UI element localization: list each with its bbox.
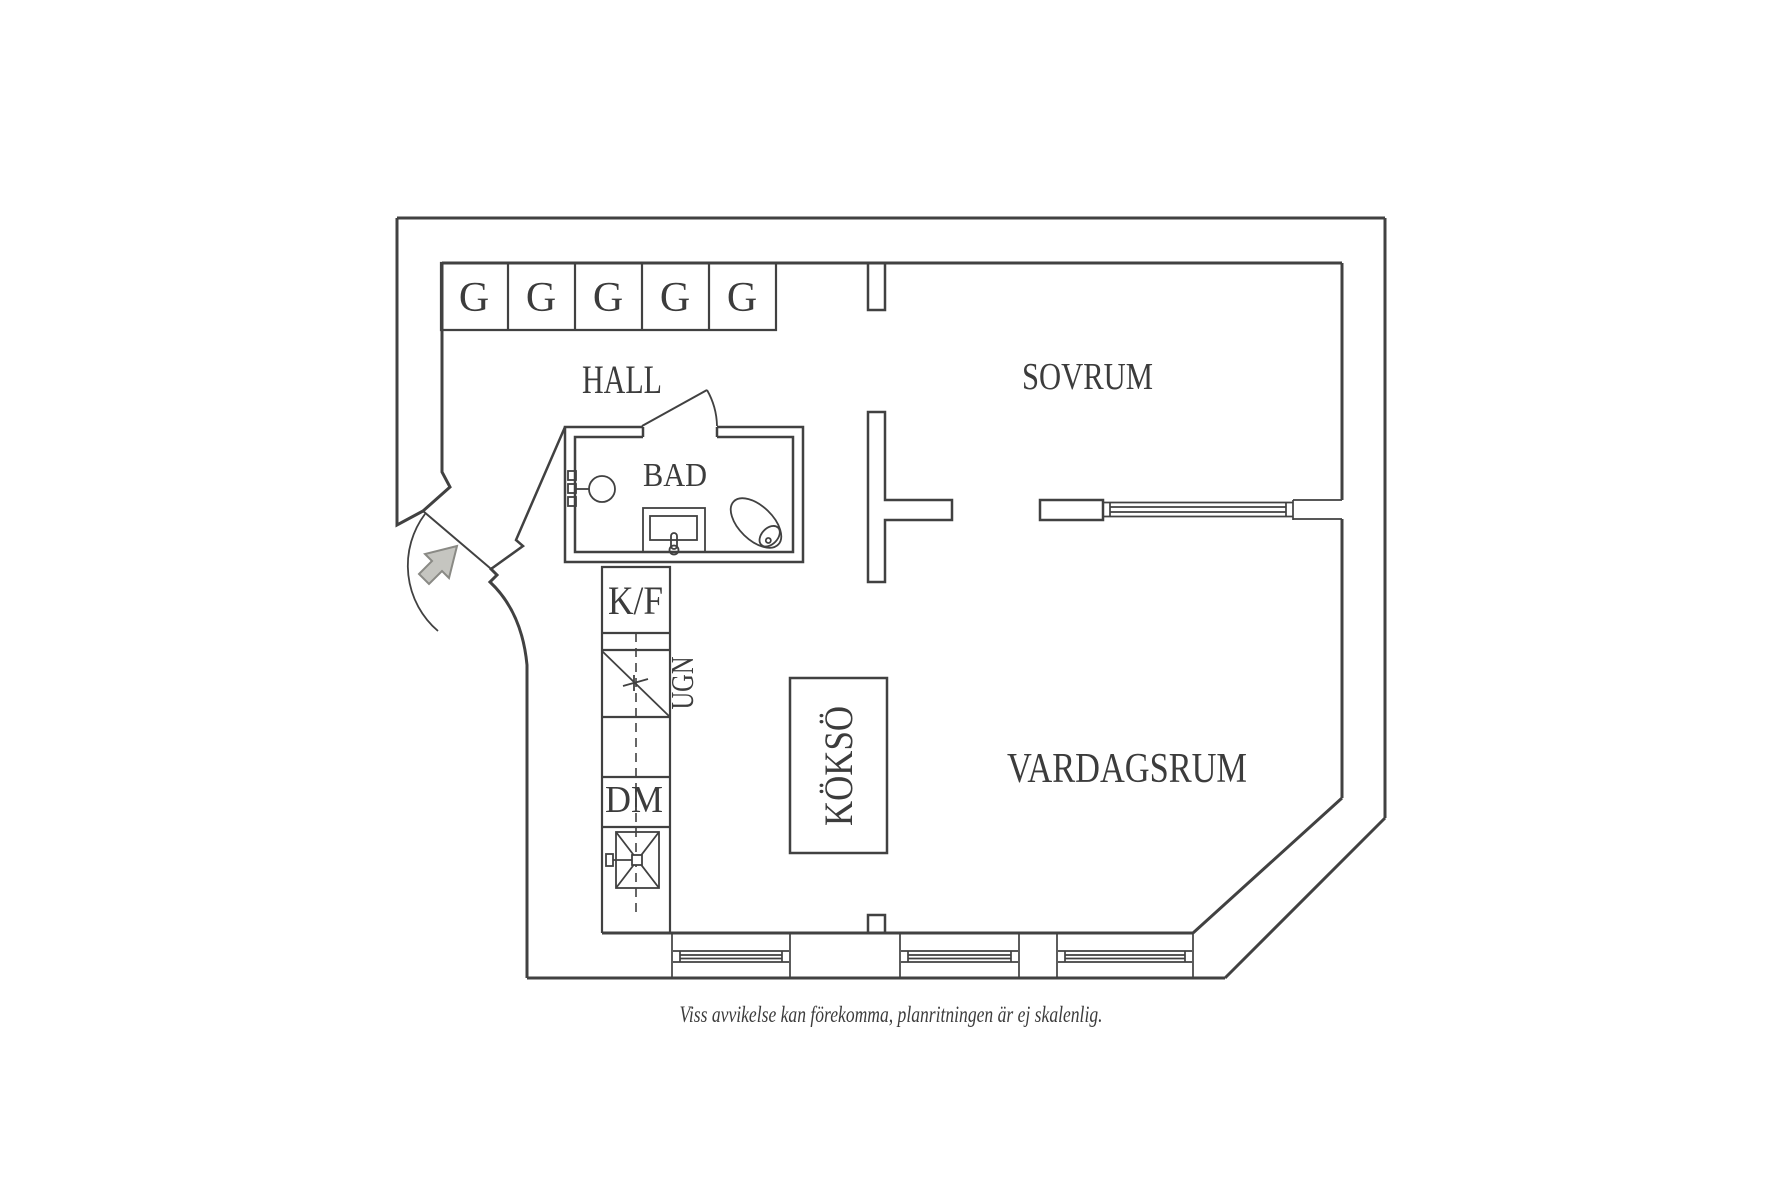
kitchen-vardagsrum-stub: [866, 913, 887, 933]
appliance-label-fridge-freezer: K/F: [608, 578, 663, 623]
window-glass: [679, 951, 783, 962]
window-frame: [673, 950, 789, 963]
room-label-bad: BAD: [643, 457, 707, 494]
closet-g-label-5: G: [727, 275, 757, 321]
sink-vanity: [642, 507, 706, 556]
hall-sovrum-doorway-stub: [866, 263, 887, 312]
window-glass: [1109, 502, 1287, 517]
toilet: [729, 497, 783, 549]
room-label-vardagsrum: VARDAGSRUM: [1007, 746, 1247, 792]
left-wall-inner: [422, 263, 452, 513]
washbasin-wall-mount-3: [567, 496, 577, 507]
sovrum-t-wall: [866, 410, 954, 584]
bathroom: [563, 389, 805, 564]
window-caps: [899, 933, 1020, 978]
room-label-hall: HALL: [582, 357, 662, 402]
kitchen-counter-outline: [600, 565, 672, 933]
closet-row-outline: [439, 261, 778, 332]
entrance-door: [406, 510, 491, 632]
sovrum-vardagsrum-wall: [1038, 498, 1105, 522]
left-wall-outer: [395, 218, 424, 528]
bottom-window-2: [899, 933, 1020, 978]
window-glass: [1064, 951, 1186, 962]
room-label-sovrum: SOVRUM: [1022, 356, 1153, 398]
left-wall-lower-outer: [487, 566, 529, 978]
washbasin-wall-mount-1: [567, 470, 577, 481]
closet-dividers: [506, 263, 711, 330]
bathroom-door-jambs: [641, 427, 719, 437]
bottom-window-1: [671, 933, 791, 978]
room-label-kokso: KÖKSÖ: [816, 706, 861, 826]
window-caps: [1056, 933, 1194, 978]
entrance-door-leaf: [422, 510, 491, 569]
bathroom-door-leaf: [641, 389, 708, 427]
entrance-arrow-icon: [417, 544, 459, 586]
closet-row: G G G G G: [439, 261, 778, 332]
washbasin-bowl: [588, 475, 616, 503]
entrance-door-swing-arc: [406, 513, 439, 632]
corner-diagonal-inner: [1191, 796, 1344, 935]
toilet-seat: [758, 525, 781, 548]
toilet-bowl: [729, 497, 783, 549]
closet-g-label-2: G: [526, 275, 556, 321]
corner-diagonal-outer: [1223, 816, 1387, 980]
window-frame: [1103, 501, 1293, 518]
bottom-window-3: [1056, 933, 1194, 978]
closet-g-label-1: G: [459, 275, 489, 321]
sovrum-interior-window: [1102, 499, 1342, 520]
kitchen-counter: [600, 565, 672, 933]
toilet-flush-button: [764, 537, 772, 544]
washbasin: [567, 470, 616, 507]
kitchen-sink-faucet-base: [605, 853, 614, 867]
window-frame: [901, 950, 1018, 963]
kitchen-sink: [605, 831, 660, 889]
outer-walls: [395, 216, 1387, 980]
kitchen-island: [788, 676, 889, 855]
window-glass: [907, 951, 1012, 962]
appliance-label-oven: UGN: [664, 657, 700, 710]
bathroom-door-swing-arc: [706, 389, 718, 427]
sink-vanity-drain: [668, 544, 680, 556]
sink-vanity-basin: [649, 515, 698, 541]
closet-g-label-3: G: [593, 275, 623, 321]
window-frame: [1058, 950, 1192, 963]
window-caps: [671, 933, 791, 978]
sink-vanity-faucet: [670, 532, 678, 550]
closet-g-label-4: G: [660, 275, 690, 321]
sink-vanity-outline: [642, 507, 706, 553]
windows: [671, 499, 1342, 978]
appliance-label-dishwasher: DM: [605, 779, 663, 821]
disclaimer-caption: Viss avvikelse kan förekomma, planritnin…: [680, 1002, 1103, 1027]
hall-angled-wall: [490, 426, 567, 571]
window-sill-lines: [1293, 499, 1342, 520]
bathroom-wall-outer: [563, 425, 805, 564]
kitchen-sink-drain: [631, 854, 643, 866]
room-labels: HALL SOVRUM BAD VARDAGSRUM KÖKSÖ K/F UGN…: [582, 356, 1247, 826]
